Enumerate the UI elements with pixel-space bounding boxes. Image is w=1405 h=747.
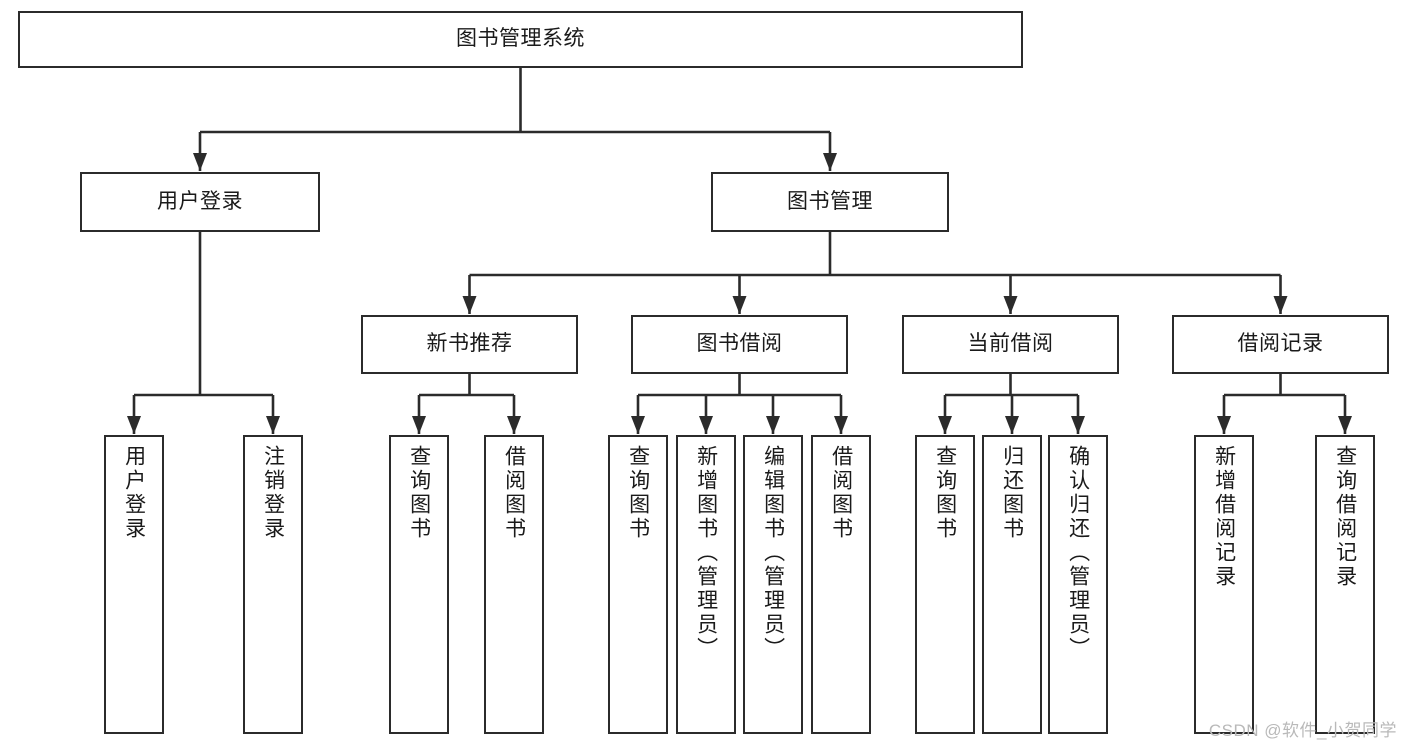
arrowhead-icon [462,296,477,314]
node-label-borrow-record: 借阅记录 [1237,332,1324,356]
node-label-leaf-borrow-query: 查询图书 [626,445,650,541]
arrowhead-icon [834,416,848,434]
arrowhead-icon [631,416,645,434]
node-borrow-record[interactable]: 借阅记录 [1172,315,1389,374]
node-leaf-rl-add[interactable]: 新增借阅记录 [1194,435,1254,734]
node-label-leaf-cur-query: 查询图书 [933,445,957,541]
arrowhead-icon [266,416,280,434]
node-book-mgmt[interactable]: 图书管理 [711,172,949,232]
arrowhead-icon [823,153,837,171]
arrowhead-icon [1071,416,1085,434]
node-leaf-user-login[interactable]: 用户登录 [104,435,164,734]
node-label-leaf-borrow-lend: 借阅图书 [829,445,853,541]
node-label-leaf-rec-borrow: 借阅图书 [502,445,526,541]
node-root[interactable]: 图书管理系统 [18,11,1023,68]
node-new-book-rec[interactable]: 新书推荐 [361,315,578,374]
node-leaf-user-logout[interactable]: 注销登录 [243,435,303,734]
node-leaf-cur-confirm[interactable]: 确认归还（管理员） [1048,435,1108,734]
node-label-leaf-borrow-edit: 编辑图书（管理员） [761,445,785,661]
node-label-leaf-cur-return: 归还图书 [1000,445,1024,541]
node-leaf-borrow-query[interactable]: 查询图书 [608,435,668,734]
arrowhead-icon [1005,416,1019,434]
node-label-user-login: 用户登录 [157,189,243,213]
arrowhead-icon [193,153,207,171]
node-leaf-borrow-add[interactable]: 新增图书（管理员） [676,435,736,734]
node-label-current-borrow: 当前借阅 [967,332,1054,356]
arrowhead-icon [1273,296,1288,314]
node-label-leaf-user-login: 用户登录 [122,445,146,541]
node-label-new-book-rec: 新书推荐 [426,332,513,356]
node-leaf-borrow-lend[interactable]: 借阅图书 [811,435,871,734]
node-label-leaf-cur-confirm: 确认归还（管理员） [1066,445,1090,661]
node-current-borrow[interactable]: 当前借阅 [902,315,1119,374]
node-label-leaf-rl-query: 查询借阅记录 [1333,445,1357,589]
node-leaf-cur-return[interactable]: 归还图书 [982,435,1042,734]
node-leaf-rec-query[interactable]: 查询图书 [389,435,449,734]
node-leaf-cur-query[interactable]: 查询图书 [915,435,975,734]
node-label-book-mgmt: 图书管理 [787,189,873,213]
arrowhead-icon [732,296,747,314]
node-leaf-rl-query[interactable]: 查询借阅记录 [1315,435,1375,734]
node-label-leaf-user-logout: 注销登录 [261,445,285,541]
node-book-borrow[interactable]: 图书借阅 [631,315,848,374]
node-label-leaf-rec-query: 查询图书 [407,445,431,541]
node-label-leaf-rl-add: 新增借阅记录 [1212,445,1236,589]
node-label-book-borrow: 图书借阅 [696,332,783,356]
node-user-login[interactable]: 用户登录 [80,172,320,232]
arrowhead-icon [1217,416,1231,434]
arrowhead-icon [1338,416,1352,434]
arrowhead-icon [1003,296,1018,314]
node-leaf-borrow-edit[interactable]: 编辑图书（管理员） [743,435,803,734]
arrowhead-icon [699,416,713,434]
node-label-root: 图书管理系统 [456,27,585,51]
arrowhead-icon [507,416,521,434]
watermark: CSDN @软件_小贺同学 [1208,721,1397,740]
node-label-leaf-borrow-add: 新增图书（管理员） [694,445,718,661]
node-leaf-rec-borrow[interactable]: 借阅图书 [484,435,544,734]
arrowhead-icon [412,416,426,434]
arrowhead-icon [766,416,780,434]
arrowhead-icon [127,416,141,434]
arrowhead-icon [938,416,952,434]
